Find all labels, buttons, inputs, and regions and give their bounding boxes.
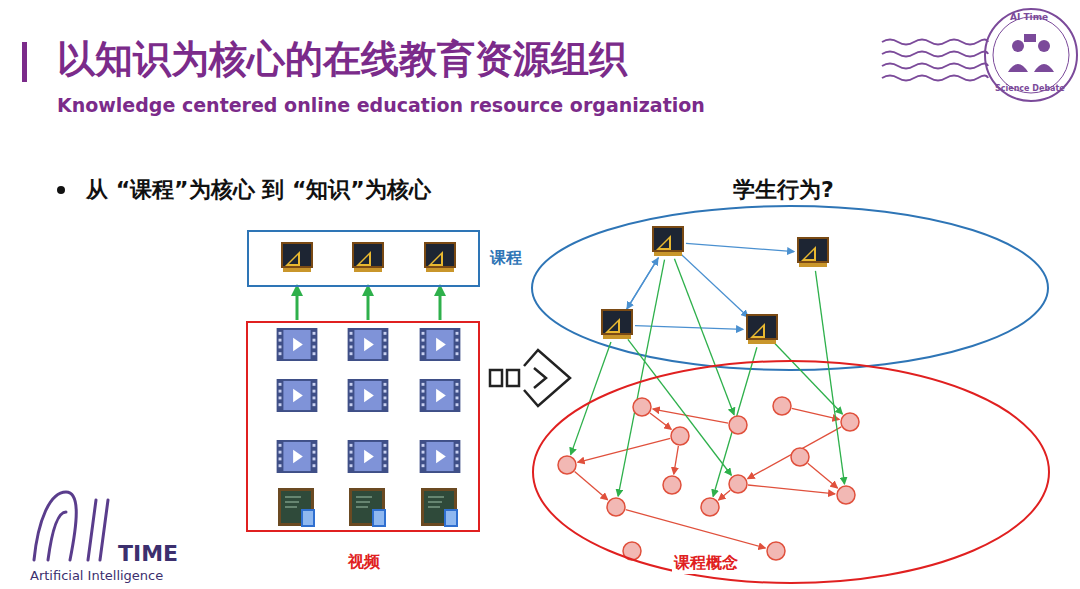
concept-dot bbox=[701, 498, 719, 516]
node-label: 视频 bbox=[348, 552, 380, 573]
concept-dot bbox=[841, 413, 859, 431]
link-arrow bbox=[626, 510, 766, 548]
concept-dot bbox=[671, 427, 689, 445]
link-arrow bbox=[628, 339, 731, 475]
slide-title: 以知识为核心的在线教育资源组织 bbox=[57, 34, 627, 85]
ellipse-outline bbox=[532, 360, 1050, 584]
green-arrow bbox=[296, 290, 299, 320]
link-arrow bbox=[626, 258, 658, 309]
link-arrow bbox=[571, 342, 611, 455]
board-icon bbox=[421, 488, 458, 527]
concept-dot bbox=[791, 448, 809, 466]
course-box: 课程 bbox=[247, 230, 480, 287]
link-arrow bbox=[748, 427, 842, 479]
link-arrow bbox=[815, 271, 844, 484]
stamp bbox=[882, 9, 1077, 101]
video-icon bbox=[348, 379, 389, 412]
course-icon bbox=[281, 242, 313, 272]
transform-arrow bbox=[490, 350, 570, 406]
link-arrow bbox=[792, 408, 840, 419]
course-icon bbox=[424, 242, 456, 272]
green-arrow bbox=[439, 290, 442, 320]
course-icon bbox=[746, 314, 778, 344]
bullet-dot bbox=[57, 186, 65, 194]
concept-dot bbox=[663, 476, 681, 494]
stamp-text: AI Time bbox=[1010, 12, 1048, 22]
title-bar bbox=[22, 42, 27, 82]
question-label: 学生行为? bbox=[733, 175, 834, 205]
video-icon bbox=[348, 440, 389, 473]
link-arrow bbox=[719, 490, 731, 500]
course-icon bbox=[352, 242, 384, 272]
video-icon bbox=[277, 328, 318, 361]
video-icon bbox=[420, 328, 461, 361]
concept-ellipse: 课程概念 bbox=[532, 360, 1050, 584]
stamp-text: Science Debate bbox=[995, 84, 1065, 93]
course-icon bbox=[601, 309, 633, 339]
link-arrow bbox=[674, 259, 734, 415]
board-icon bbox=[278, 488, 315, 527]
video-icon bbox=[348, 328, 389, 361]
link-arrow bbox=[674, 446, 679, 474]
logo-mark bbox=[34, 492, 108, 560]
concept-dot bbox=[773, 397, 791, 415]
course-icon bbox=[652, 226, 684, 256]
concept-dot bbox=[767, 542, 785, 560]
subtitle: Knowledge centered online education reso… bbox=[57, 94, 705, 116]
link-arrow bbox=[713, 347, 757, 496]
link-arrow bbox=[808, 463, 838, 488]
concept-dot bbox=[558, 456, 576, 474]
link-arrow bbox=[578, 438, 671, 462]
video-icon bbox=[277, 379, 318, 412]
video-icon bbox=[277, 440, 318, 473]
link-arrow bbox=[627, 257, 659, 308]
link-arrow bbox=[681, 254, 748, 317]
video-icon bbox=[420, 440, 461, 473]
green-arrow bbox=[367, 290, 370, 320]
video-box: 视频 bbox=[246, 321, 480, 532]
node-label: 课程概念 bbox=[672, 553, 740, 574]
logo-word: TIME bbox=[118, 541, 178, 566]
node-label: 课程 bbox=[490, 248, 522, 269]
concept-dot bbox=[729, 416, 747, 434]
bullet-text: 从 “课程”为核心 到 “知识”为核心 bbox=[86, 175, 431, 205]
video-icon bbox=[420, 379, 461, 412]
link-arrow bbox=[650, 413, 671, 429]
concept-dot bbox=[837, 486, 855, 504]
course-icon bbox=[797, 237, 829, 267]
concept-dot bbox=[633, 398, 651, 416]
link-arrow bbox=[575, 472, 608, 500]
link-arrow bbox=[748, 485, 835, 494]
concept-dot bbox=[729, 475, 747, 493]
ellipse-outline bbox=[533, 361, 1049, 583]
logo-tagline: Artificial Intelligence bbox=[30, 568, 163, 583]
concept-dot bbox=[607, 498, 625, 516]
board-icon bbox=[349, 488, 386, 527]
link-arrow bbox=[686, 243, 794, 251]
